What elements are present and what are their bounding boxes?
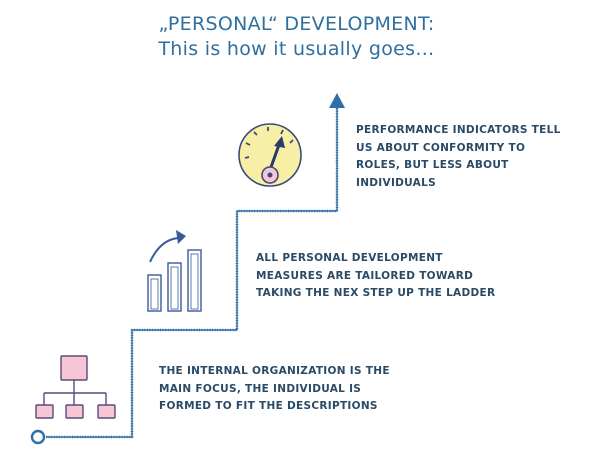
step-2-line-1: ALL PERSONAL DEVELOPMENT xyxy=(256,252,443,264)
title-line-2: This is how it usually goes… xyxy=(158,38,435,60)
step-1-line-2: MAIN FOCUS, THE INDIVIDUAL IS xyxy=(159,382,362,395)
step-2-note: ALL PERSONAL DEVELOPMENT MEASURES ARE TA… xyxy=(256,250,495,303)
bar-chart-growth-icon xyxy=(147,230,202,312)
step-3-note: PERFORMANCE INDICATORS TELL US ABOUT CON… xyxy=(356,122,561,192)
title-line-1: „PERSONAL“ DEVELOPMENT: xyxy=(158,13,435,35)
diagram-title: „PERSONAL“ DEVELOPMENT: This is how it u… xyxy=(0,12,593,62)
step-1-note: THE INTERNAL ORGANIZATION IS THE MAIN FO… xyxy=(159,363,390,416)
arrow-up-icon xyxy=(329,93,345,108)
step-1-line-3: FORMED TO FIT THE DESCRIPTIONS xyxy=(159,400,378,412)
step-3-line-2: US ABOUT CONFORMITY TO xyxy=(356,141,526,154)
step-2-line-3: TAKING THE NEX STEP UP THE LADDER xyxy=(256,287,496,299)
step-3-line-4: INDIVIDUALS xyxy=(356,176,436,189)
step-3-line-1: PERFORMANCE INDICATORS TELL xyxy=(356,124,561,136)
org-chart-icon xyxy=(35,355,116,419)
gauge-icon xyxy=(238,123,302,187)
step-1-line-1: THE INTERNAL ORGANIZATION IS THE xyxy=(159,365,390,377)
step-2-line-2: MEASURES ARE TAILORED TOWARD xyxy=(256,269,474,282)
start-point-icon xyxy=(30,429,46,445)
step-3-line-3: ROLES, BUT LESS ABOUT xyxy=(356,159,509,171)
